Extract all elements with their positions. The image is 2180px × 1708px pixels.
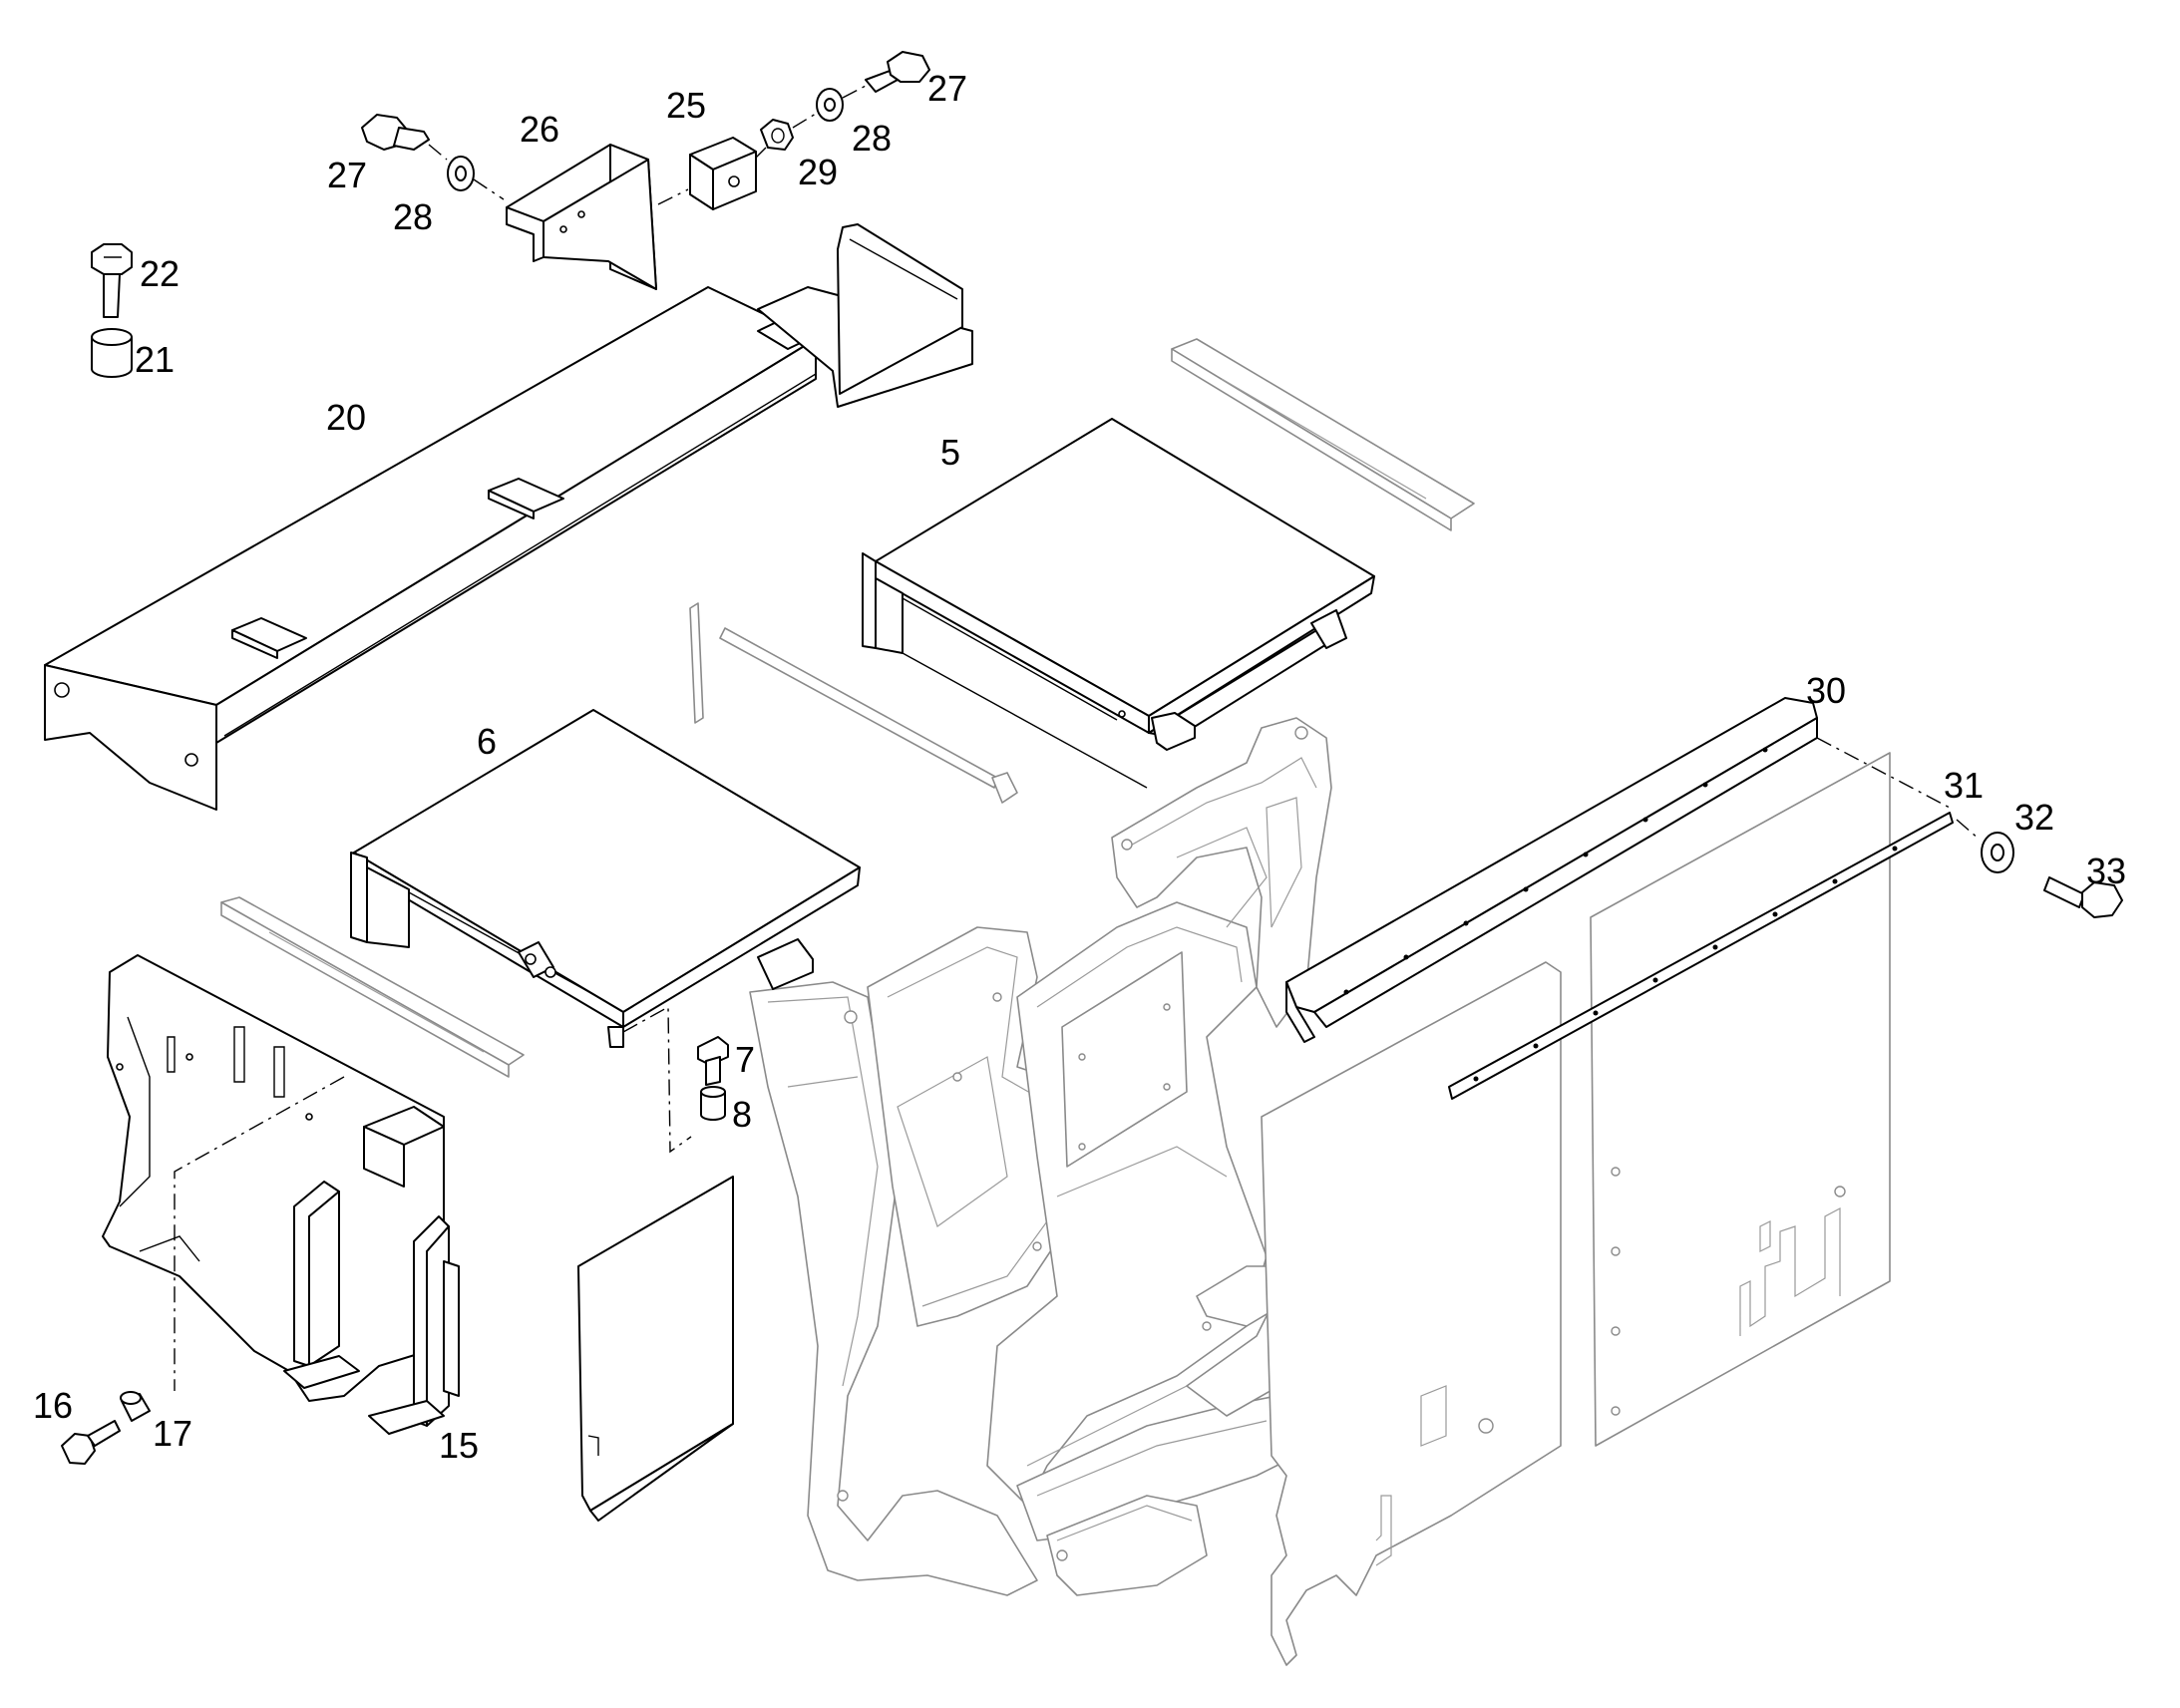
part-25-block (689, 137, 757, 210)
washer-28-left-icon (447, 156, 475, 191)
leader-6-7-8 (622, 1005, 692, 1154)
callout-27-left: 27 (327, 155, 367, 195)
callout-21: 21 (135, 339, 175, 380)
bolt-27-right-icon (865, 51, 930, 93)
callout-29: 29 (798, 152, 838, 192)
callout-7: 7 (735, 1039, 755, 1080)
callout-26: 26 (520, 109, 559, 150)
callout-17: 17 (153, 1413, 192, 1454)
bolt-27-left-icon (361, 114, 430, 151)
main-frame (749, 717, 1332, 1596)
rail-right-upper (1171, 338, 1475, 531)
leader-25-29 (755, 147, 767, 159)
part-15-step-frame (102, 954, 460, 1435)
side-panel-left (1261, 961, 1562, 1666)
leader-28-26 (473, 178, 505, 200)
bolt-7-icon (697, 1036, 729, 1086)
callout-15: 15 (439, 1425, 479, 1466)
bolt-22-icon (91, 243, 133, 318)
part-6-tray (350, 709, 861, 1048)
rail-center-diagonal (689, 602, 1018, 804)
leader-29-28 (792, 113, 817, 129)
callout-33: 33 (2086, 851, 2126, 891)
callout-28-right: 28 (852, 118, 892, 159)
washer-32-icon (1981, 832, 2014, 873)
leader-27-28-left (428, 144, 448, 161)
leader-31-32 (1956, 819, 1981, 841)
part-20-top-cover (44, 223, 973, 811)
washer-28-right-icon (816, 88, 844, 122)
bolt-16-icon (61, 1420, 121, 1465)
callout-6: 6 (477, 721, 497, 762)
side-panel-right (1590, 752, 1891, 1447)
rail-left-lower (220, 896, 525, 1078)
part-5-tray (862, 418, 1375, 789)
callout-16: 16 (33, 1385, 73, 1426)
callout-5: 5 (940, 432, 960, 473)
callout-30: 30 (1806, 670, 1846, 711)
spacer-17-icon (120, 1391, 151, 1422)
callout-22: 22 (140, 253, 180, 294)
callout-25: 25 (666, 85, 706, 126)
part-26-bracket (506, 144, 657, 290)
callout-8: 8 (732, 1094, 752, 1135)
nut-29-icon (760, 119, 794, 151)
callout-27-right: 27 (927, 68, 967, 109)
callout-28-left: 28 (393, 196, 433, 237)
spacer-21-icon (91, 328, 133, 378)
bolt-33-icon (2043, 876, 2123, 918)
spacer-8-icon (700, 1086, 726, 1121)
leader-26-25 (657, 188, 689, 205)
lower-step-plate (577, 1176, 734, 1522)
leader-30-31 (1816, 737, 1951, 809)
callout-20: 20 (326, 397, 366, 438)
part-30-top-rail (1285, 697, 1818, 1043)
part-31-strip (1448, 812, 1954, 1100)
leader-15-17 (174, 1076, 345, 1391)
callout-31: 31 (1944, 765, 1984, 806)
callout-32: 32 (2014, 797, 2054, 838)
leader-28-27 (842, 85, 867, 99)
